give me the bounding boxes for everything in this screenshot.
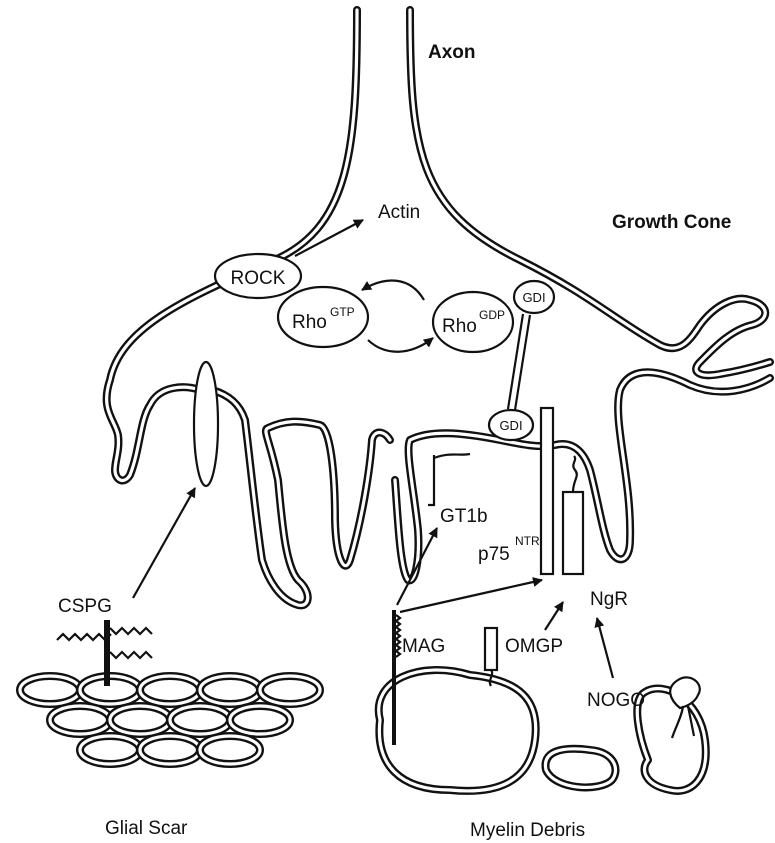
rho-gtp-label: Rho <box>292 312 327 333</box>
omgp-molecule <box>485 628 497 670</box>
cspg-receptor <box>194 362 218 486</box>
gdi-link-b <box>515 315 530 410</box>
growth-cone-label: Growth Cone <box>612 212 731 233</box>
nogo-label: NOGO <box>587 690 645 711</box>
axon-label: Axon <box>428 42 476 63</box>
omgp-tail <box>490 670 492 686</box>
nogo-molecule <box>670 677 700 708</box>
actin-label: Actin <box>378 202 420 223</box>
glial-scar-label: Glial Scar <box>105 818 188 839</box>
nogo-stem-a <box>672 706 683 738</box>
omgp-ngr-arrow <box>545 602 563 630</box>
rho-gtp-sup: GTP <box>330 305 355 319</box>
rock-label: ROCK <box>231 268 286 289</box>
gt1b-label: GT1b <box>440 506 488 527</box>
cycle-arrow-top <box>362 281 424 300</box>
rho-gdp-label: Rho <box>442 316 477 337</box>
p75-sup: NTR <box>515 534 540 548</box>
gt1b-tail <box>434 454 470 458</box>
ngr-label: NgR <box>590 589 628 610</box>
mag-ridges <box>396 615 400 657</box>
cspg-arrow <box>133 488 195 598</box>
mag-molecule <box>392 610 396 745</box>
cycle-arrow-bottom <box>368 338 433 352</box>
cspg-label: CSPG <box>58 596 112 617</box>
ngr-receptor <box>563 492 583 574</box>
myelin-debris <box>379 670 706 791</box>
glial-scar <box>20 676 320 764</box>
gt1b-receptor <box>428 455 434 505</box>
p75-receptor <box>541 408 553 574</box>
nogo-ngr-arrow <box>597 618 613 678</box>
myelin-debris-label: Myelin Debris <box>470 820 585 841</box>
omgp-label: OMGP <box>505 636 563 657</box>
p75-label: p75 <box>478 544 510 565</box>
gdi-top-label: GDI <box>522 290 545 305</box>
mag-label: MAG <box>402 636 445 657</box>
mag-p75-arrow <box>400 580 542 612</box>
gdi-bottom-label: GDI <box>499 418 522 433</box>
rho-gdp-sup: GDP <box>479 308 505 322</box>
ngr-tail <box>573 456 577 492</box>
